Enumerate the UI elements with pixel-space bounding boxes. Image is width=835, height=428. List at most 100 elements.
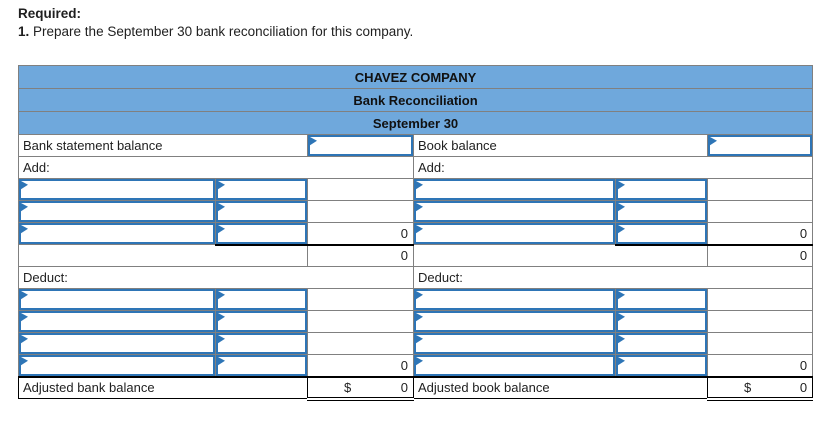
book-add-item1-amount-cell (615, 178, 708, 201)
bank-deduct-item2-amount-input[interactable] (216, 311, 307, 332)
book-add-item2-amount-cell (615, 200, 708, 223)
answer-marker-icon (618, 181, 625, 190)
book-add-item3-description-input[interactable] (414, 223, 615, 244)
book-deduct-item2-amount-input[interactable] (616, 311, 707, 332)
book-deduct-item4-desc-cell (413, 354, 616, 377)
company-title: CHAVEZ COMPANY (17, 65, 814, 89)
answer-marker-icon (218, 225, 225, 234)
book-deduct-item2-description-input[interactable] (414, 311, 615, 332)
bank-deduct-item4-amount-cell (215, 354, 308, 378)
book-add-item3-amount-input[interactable] (616, 223, 707, 243)
bank-deduct-item1-description-input[interactable] (19, 289, 215, 310)
bank-add-item3-desc-cell (18, 222, 216, 245)
book-add-total-cell-2 (706, 200, 814, 223)
bank-deduct-item1-amount-input[interactable] (216, 289, 307, 310)
bank-adjusted-balance-value: 0 (400, 379, 408, 395)
bank-deduct-item4-amount-input[interactable] (216, 355, 307, 375)
bank-deduct-label: Deduct: (18, 266, 414, 289)
book-deduct-item4-amount-input[interactable] (616, 355, 707, 375)
answer-marker-icon (416, 313, 423, 322)
bank-deduct-item2-desc-cell (18, 310, 216, 333)
answer-marker-icon (618, 357, 625, 366)
book-add-item2-amount-input[interactable] (616, 201, 707, 222)
book-add-subtotal-spacer (413, 244, 708, 267)
answer-marker-icon (618, 335, 625, 344)
bank-deduct-item2-description-input[interactable] (19, 311, 215, 332)
answer-marker-icon (21, 291, 28, 300)
instructions-block: Required: 1. Prepare the September 30 ba… (18, 5, 413, 41)
bank-add-item3-amount-cell (215, 222, 308, 246)
book-deduct-total-cell-3 (706, 332, 814, 355)
bank-add-label: Add: (18, 156, 414, 179)
book-deduct-item1-amount-input[interactable] (616, 289, 707, 310)
bank-deduct-item3-amount-cell (215, 332, 308, 355)
answer-marker-icon (21, 357, 28, 366)
bank-deduct-line-total: 0 (307, 354, 414, 378)
answer-marker-icon (710, 137, 717, 146)
book-deduct-item3-desc-cell (413, 332, 616, 355)
book-deduct-item2-amount-cell (615, 310, 708, 333)
answer-marker-icon (416, 181, 423, 190)
answer-marker-icon (416, 225, 423, 234)
answer-marker-icon (618, 203, 625, 212)
bank-statement-balance-input[interactable] (308, 135, 413, 156)
report-title: Bank Reconciliation (17, 88, 814, 112)
bank-adjusted-balance-cell: $ 0 (307, 375, 414, 401)
bank-add-item3-amount-input[interactable] (216, 223, 307, 243)
requirement-text: Prepare the September 30 bank reconcilia… (33, 24, 414, 39)
book-deduct-total-cell-1 (706, 288, 814, 311)
bank-add-item2-amount-cell (215, 200, 308, 223)
bank-statement-balance-cell (307, 134, 414, 157)
book-deduct-total-cell-2 (706, 310, 814, 333)
book-add-item3-desc-cell (413, 222, 616, 245)
bank-add-item2-description-input[interactable] (19, 201, 215, 222)
book-deduct-label: Deduct: (412, 266, 814, 289)
answer-marker-icon (218, 203, 225, 212)
book-adjusted-balance-value: 0 (799, 379, 808, 395)
answer-marker-icon (218, 357, 225, 366)
book-balance-input[interactable] (708, 135, 812, 156)
book-add-subtotal: 0 (706, 244, 814, 267)
book-add-item2-desc-cell (413, 200, 616, 223)
book-deduct-item3-amount-cell (615, 332, 708, 355)
book-adjusted-balance-cell: $ 0 (706, 375, 814, 401)
report-date: September 30 (17, 111, 814, 135)
bank-add-item1-description-input[interactable] (19, 179, 215, 200)
bank-add-line-total: 0 (307, 222, 414, 246)
answer-marker-icon (618, 225, 625, 234)
book-add-item1-amount-input[interactable] (616, 179, 707, 200)
answer-marker-icon (21, 335, 28, 344)
book-add-item1-description-input[interactable] (414, 179, 615, 200)
bank-add-item1-amount-cell (215, 178, 308, 201)
bank-deduct-item2-amount-cell (215, 310, 308, 333)
bank-reconciliation-table: CHAVEZ COMPANY Bank Reconciliation Septe… (17, 65, 814, 401)
bank-deduct-item3-desc-cell (18, 332, 216, 355)
bank-add-item3-description-input[interactable] (19, 223, 215, 244)
bank-deduct-item1-desc-cell (18, 288, 216, 311)
book-deduct-item3-description-input[interactable] (414, 333, 615, 354)
book-deduct-item4-description-input[interactable] (414, 355, 615, 376)
book-deduct-item2-desc-cell (413, 310, 616, 333)
bank-add-item2-desc-cell (18, 200, 216, 223)
book-add-line-total: 0 (706, 222, 814, 246)
book-deduct-item3-amount-input[interactable] (616, 333, 707, 354)
bank-deduct-item3-amount-input[interactable] (216, 333, 307, 354)
bank-deduct-item4-description-input[interactable] (19, 355, 215, 376)
book-deduct-item1-description-input[interactable] (414, 289, 615, 310)
answer-marker-icon (218, 335, 225, 344)
answer-marker-icon (218, 313, 225, 322)
answer-marker-icon (21, 181, 28, 190)
bank-deduct-total-cell-1 (307, 288, 414, 311)
answer-marker-icon (21, 203, 28, 212)
book-deduct-line-total: 0 (706, 354, 814, 378)
book-balance-cell (706, 134, 814, 157)
bank-deduct-total-cell-3 (307, 332, 414, 355)
requirement-number: 1. (18, 24, 30, 39)
bank-add-item2-amount-input[interactable] (216, 201, 307, 222)
book-add-item2-description-input[interactable] (414, 201, 615, 222)
answer-marker-icon (416, 203, 423, 212)
bank-deduct-item3-description-input[interactable] (19, 333, 215, 354)
bank-deduct-item4-desc-cell (18, 354, 216, 377)
book-deduct-item1-desc-cell (413, 288, 616, 311)
bank-add-item1-amount-input[interactable] (216, 179, 307, 200)
